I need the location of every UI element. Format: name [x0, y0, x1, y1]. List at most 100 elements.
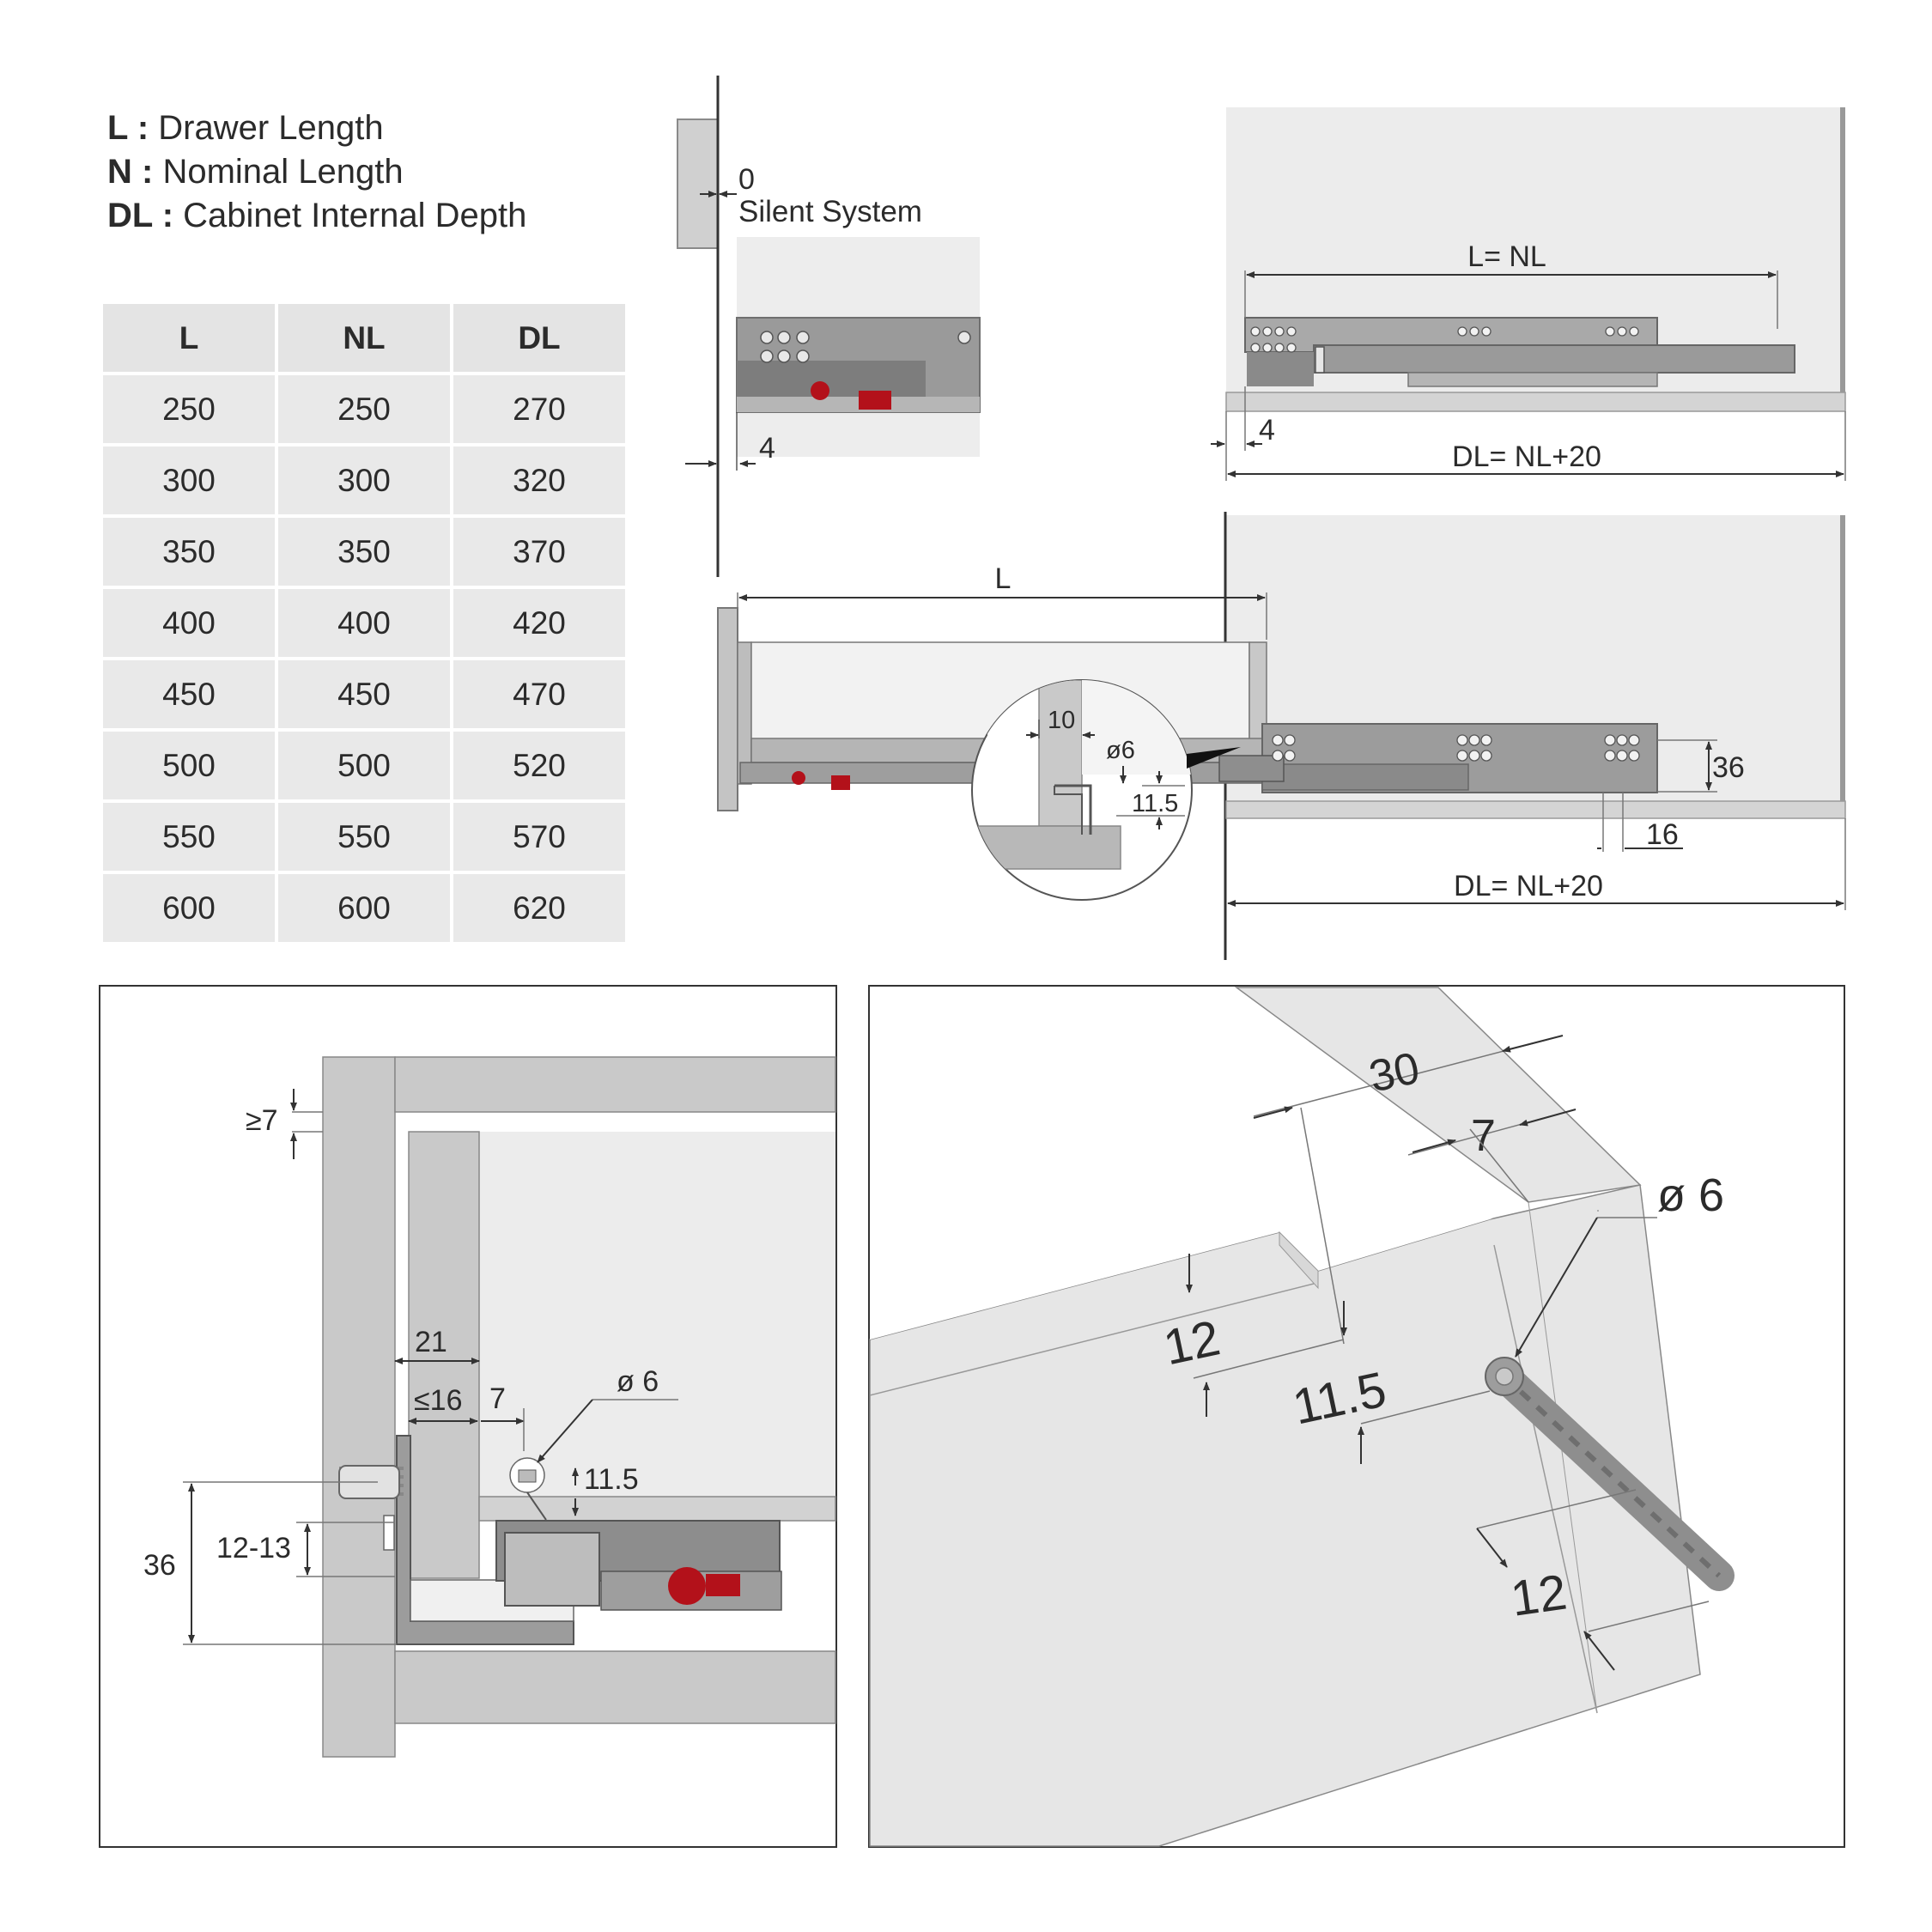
cell-dl: 620 — [453, 874, 625, 942]
label-l: L — [995, 562, 1012, 595]
red-wheel — [668, 1567, 706, 1605]
ext-line — [1300, 1107, 1345, 1345]
dim-16: 16 — [1646, 818, 1679, 851]
red-damper — [706, 1574, 740, 1596]
cabinet-drawer-diagram: L 36 16 DL= NL+20 10 ø6 — [717, 512, 1846, 960]
silent-system-label: Silent System — [738, 195, 922, 228]
cell-l: 400 — [103, 589, 275, 657]
edge-line — [1528, 1201, 1598, 1714]
dim-phi6: ø 6 — [617, 1365, 659, 1398]
drawer-front — [717, 607, 738, 811]
dim-12-13: 12-13 — [216, 1532, 291, 1564]
leader-arrow — [1515, 1217, 1598, 1358]
legend-row-n: N : Nominal Length — [107, 150, 526, 194]
cell-dl: 520 — [453, 732, 625, 799]
dim-ge7: ≥7 — [246, 1104, 278, 1137]
red-wheel — [792, 771, 805, 785]
dim-four: 4 — [759, 432, 775, 465]
dim-11-5: 11.5 — [584, 1463, 639, 1496]
red-wheel — [811, 381, 829, 400]
red-damper — [831, 775, 850, 790]
cell-l: 600 — [103, 874, 275, 942]
slide-inner — [1261, 763, 1469, 791]
dim-arrow — [1583, 1631, 1615, 1671]
ext-line — [1193, 1339, 1345, 1379]
legend-key: N : — [107, 153, 154, 191]
cell-nl: 550 — [278, 803, 450, 871]
label-l-eq-nl: L= NL — [1467, 240, 1546, 273]
pointer-arrow — [1187, 747, 1241, 769]
slide-inner — [1313, 344, 1795, 374]
dim-arrow — [1412, 1139, 1456, 1153]
cell-dl: 470 — [453, 660, 625, 728]
table-header-row: L NL DL — [103, 304, 625, 372]
cell-dl: 370 — [453, 518, 625, 586]
label-dl: DL= NL+20 — [1454, 870, 1603, 902]
cell-dl: 320 — [453, 447, 625, 514]
slide-front — [1247, 352, 1314, 386]
dim-le16: ≤16 — [414, 1384, 462, 1417]
groove-edge — [1279, 1230, 1319, 1290]
dim-phi6: ø6 — [1106, 737, 1135, 764]
header-nl: NL — [278, 304, 450, 372]
dim-zero: 0 — [738, 163, 755, 196]
screw-head — [383, 1515, 395, 1551]
slide-lower — [1407, 372, 1658, 387]
label-dl: DL= NL+20 — [1452, 440, 1601, 473]
cell-nl: 300 — [278, 447, 450, 514]
dim-7: 7 — [1471, 1111, 1496, 1161]
runner-holes — [760, 331, 971, 363]
legend-key: L : — [107, 109, 149, 147]
ext-line — [1476, 1489, 1637, 1529]
dim-arrow — [1502, 1035, 1564, 1053]
drilling-view: 30 7 ø 6 12 11.5 12 — [868, 985, 1845, 1848]
legend-row-dl: DL : Cabinet Internal Depth — [107, 194, 526, 238]
drawer-bottom — [478, 1496, 836, 1522]
cell-nl: 600 — [278, 874, 450, 942]
front-panel — [677, 118, 719, 249]
magnifier-detail: 10 ø6 11.5 — [971, 679, 1241, 901]
cell-l: 250 — [103, 375, 275, 443]
cabinet-bottom — [1225, 800, 1846, 819]
drawer-inside — [870, 987, 1528, 1340]
dim-21: 21 — [415, 1326, 447, 1358]
dim-arrow — [1476, 1528, 1508, 1568]
drawer-side-top — [1234, 987, 1642, 1203]
cell-l: 450 — [103, 660, 275, 728]
dim-four: 4 — [1259, 414, 1275, 447]
legend-text: Nominal Length — [162, 153, 404, 191]
header-dl: DL — [453, 304, 625, 372]
ext-line — [1588, 1601, 1710, 1632]
screw-bolt — [1485, 1357, 1735, 1591]
ext-line — [1253, 1038, 1551, 1117]
cell-nl: 250 — [278, 375, 450, 443]
runner-clip — [504, 1532, 600, 1607]
cell-nl: 400 — [278, 589, 450, 657]
cabinet-back — [1840, 107, 1845, 392]
section-view: ≥7 21 ≤16 7 ø 6 11.5 36 12-13 — [99, 985, 837, 1848]
silent-system-detail: 0 Silent System 4 — [677, 76, 981, 577]
drawer-inner — [479, 1132, 835, 1497]
bottom-board — [394, 1650, 836, 1724]
dim-phi6: ø 6 — [1657, 1170, 1724, 1221]
dim-arrow — [1519, 1109, 1577, 1127]
ext-line — [1360, 1390, 1491, 1425]
header-l: L — [103, 304, 275, 372]
cell-dl: 570 — [453, 803, 625, 871]
runner-bottom — [737, 397, 980, 412]
cabinet-back — [1840, 515, 1845, 801]
cell-l: 350 — [103, 518, 275, 586]
dim-36: 36 — [143, 1549, 176, 1582]
cabinet-side-panel — [322, 1056, 396, 1758]
cell-dl: 420 — [453, 589, 625, 657]
legend-text: Cabinet Internal Depth — [183, 197, 527, 234]
